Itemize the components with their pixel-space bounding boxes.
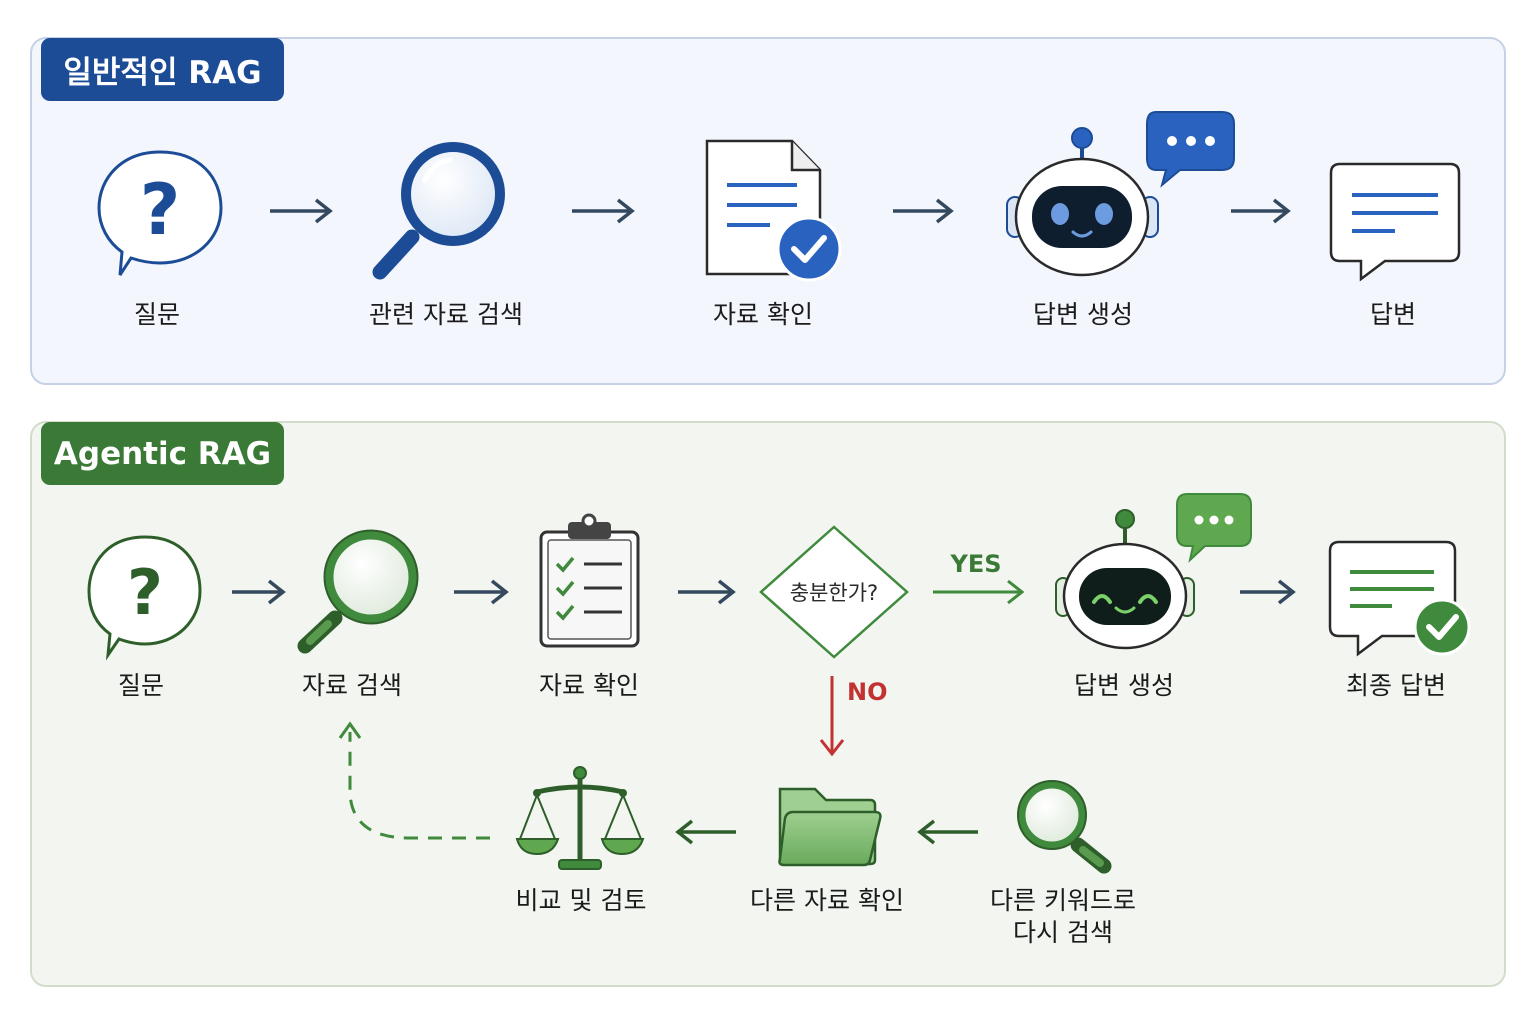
robot-chat-icon [1006, 111, 1235, 277]
arrow-icon [270, 198, 333, 224]
svg-text:?: ? [127, 556, 163, 629]
yes-arrow-icon [933, 579, 1025, 605]
scales-icon [515, 766, 645, 870]
step-label-verify: 자료 확인 [539, 671, 639, 700]
no-arrow-icon [819, 676, 845, 757]
magnifier-icon [1017, 780, 1112, 874]
arrow-left-icon [675, 819, 736, 845]
loop-label-compare: 비교 및 검토 [515, 886, 647, 915]
clipboard-checklist-icon [539, 513, 640, 648]
step-label-final-answer: 최종 답변 [1346, 671, 1446, 700]
step-label-question: 질문 [133, 300, 181, 329]
loop-back-arrow-icon [338, 721, 490, 840]
step-label-generate: 답변 생성 [1074, 671, 1174, 700]
step-label-question: 질문 [117, 671, 165, 700]
arrow-icon [454, 579, 509, 605]
agentic-rag-title: Agentic RAG [41, 422, 284, 485]
svg-text:?: ? [140, 169, 181, 251]
folder-icon [778, 787, 882, 867]
yes-label: YES [950, 550, 1002, 578]
answer-bubble-icon [1329, 162, 1461, 282]
answer-check-bubble-icon [1328, 540, 1471, 657]
document-check-icon [705, 139, 842, 282]
arrow-left-icon [917, 819, 978, 845]
arrow-icon [893, 198, 954, 224]
magnifier-icon [372, 142, 505, 280]
decision-label: 충분한가? [789, 581, 879, 605]
agentic-rag-panel [30, 421, 1506, 987]
arrow-icon [1240, 579, 1296, 605]
magnifier-icon [297, 529, 419, 654]
no-label: NO [847, 678, 888, 706]
robot-chat-icon [1055, 493, 1252, 650]
arrow-icon [1231, 198, 1291, 224]
arrow-icon [232, 579, 286, 605]
question-bubble-icon: ? [97, 150, 223, 276]
arrow-icon [678, 579, 736, 605]
basic-rag-title: 일반적인 RAG [41, 38, 284, 101]
loop-label-research: 다른 키워드로 다시 검색 [990, 886, 1136, 947]
step-label-verify: 자료 확인 [713, 300, 813, 329]
loop-label-other-source: 다른 자료 확인 [750, 886, 904, 915]
decision-diamond [759, 525, 909, 659]
step-label-answer: 답변 [1369, 300, 1417, 329]
step-label-search: 관련 자료 검색 [369, 300, 523, 329]
question-bubble-icon: ? [87, 535, 202, 661]
arrow-icon [572, 198, 635, 224]
step-label-generate: 답변 생성 [1033, 300, 1133, 329]
step-label-search: 자료 검색 [302, 671, 402, 700]
